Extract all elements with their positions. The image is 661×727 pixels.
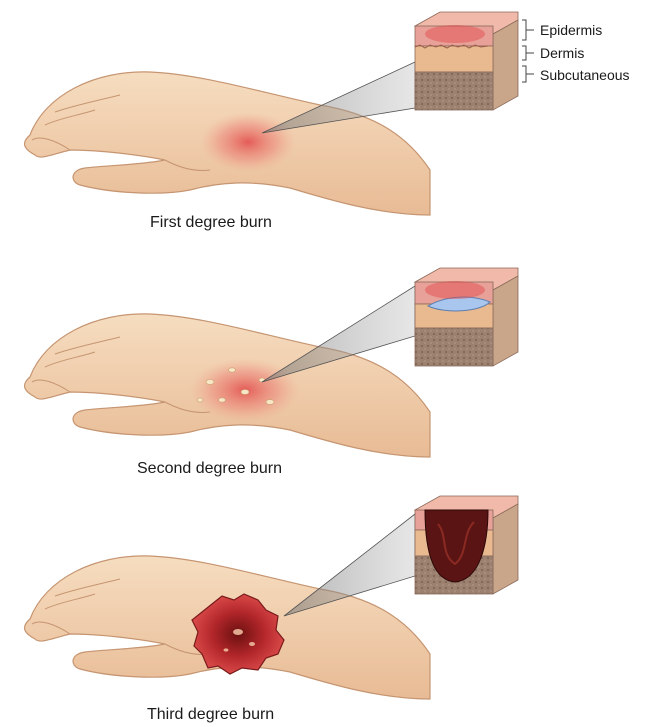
layer-brackets xyxy=(522,20,534,82)
second-degree-caption: Second degree burn xyxy=(137,460,282,478)
second-degree-panel: Second degree burn xyxy=(0,242,661,484)
skin-cross-section xyxy=(415,496,518,594)
first-degree-caption: First degree burn xyxy=(150,214,272,232)
third-degree-caption: Third degree burn xyxy=(147,706,274,724)
skin-cross-section xyxy=(415,12,518,110)
second-degree-illustration xyxy=(0,242,661,484)
burn-area xyxy=(200,112,296,172)
third-degree-panel: Third degree burn xyxy=(0,484,661,726)
dermis-label: Dermis xyxy=(540,45,584,61)
epidermis-label: Epidermis xyxy=(540,22,602,38)
first-degree-panel: Epidermis Dermis Subcutaneous First degr… xyxy=(0,0,661,242)
third-degree-illustration xyxy=(0,484,661,726)
subcutaneous-label: Subcutaneous xyxy=(540,67,630,83)
skin-cross-section xyxy=(415,268,518,366)
